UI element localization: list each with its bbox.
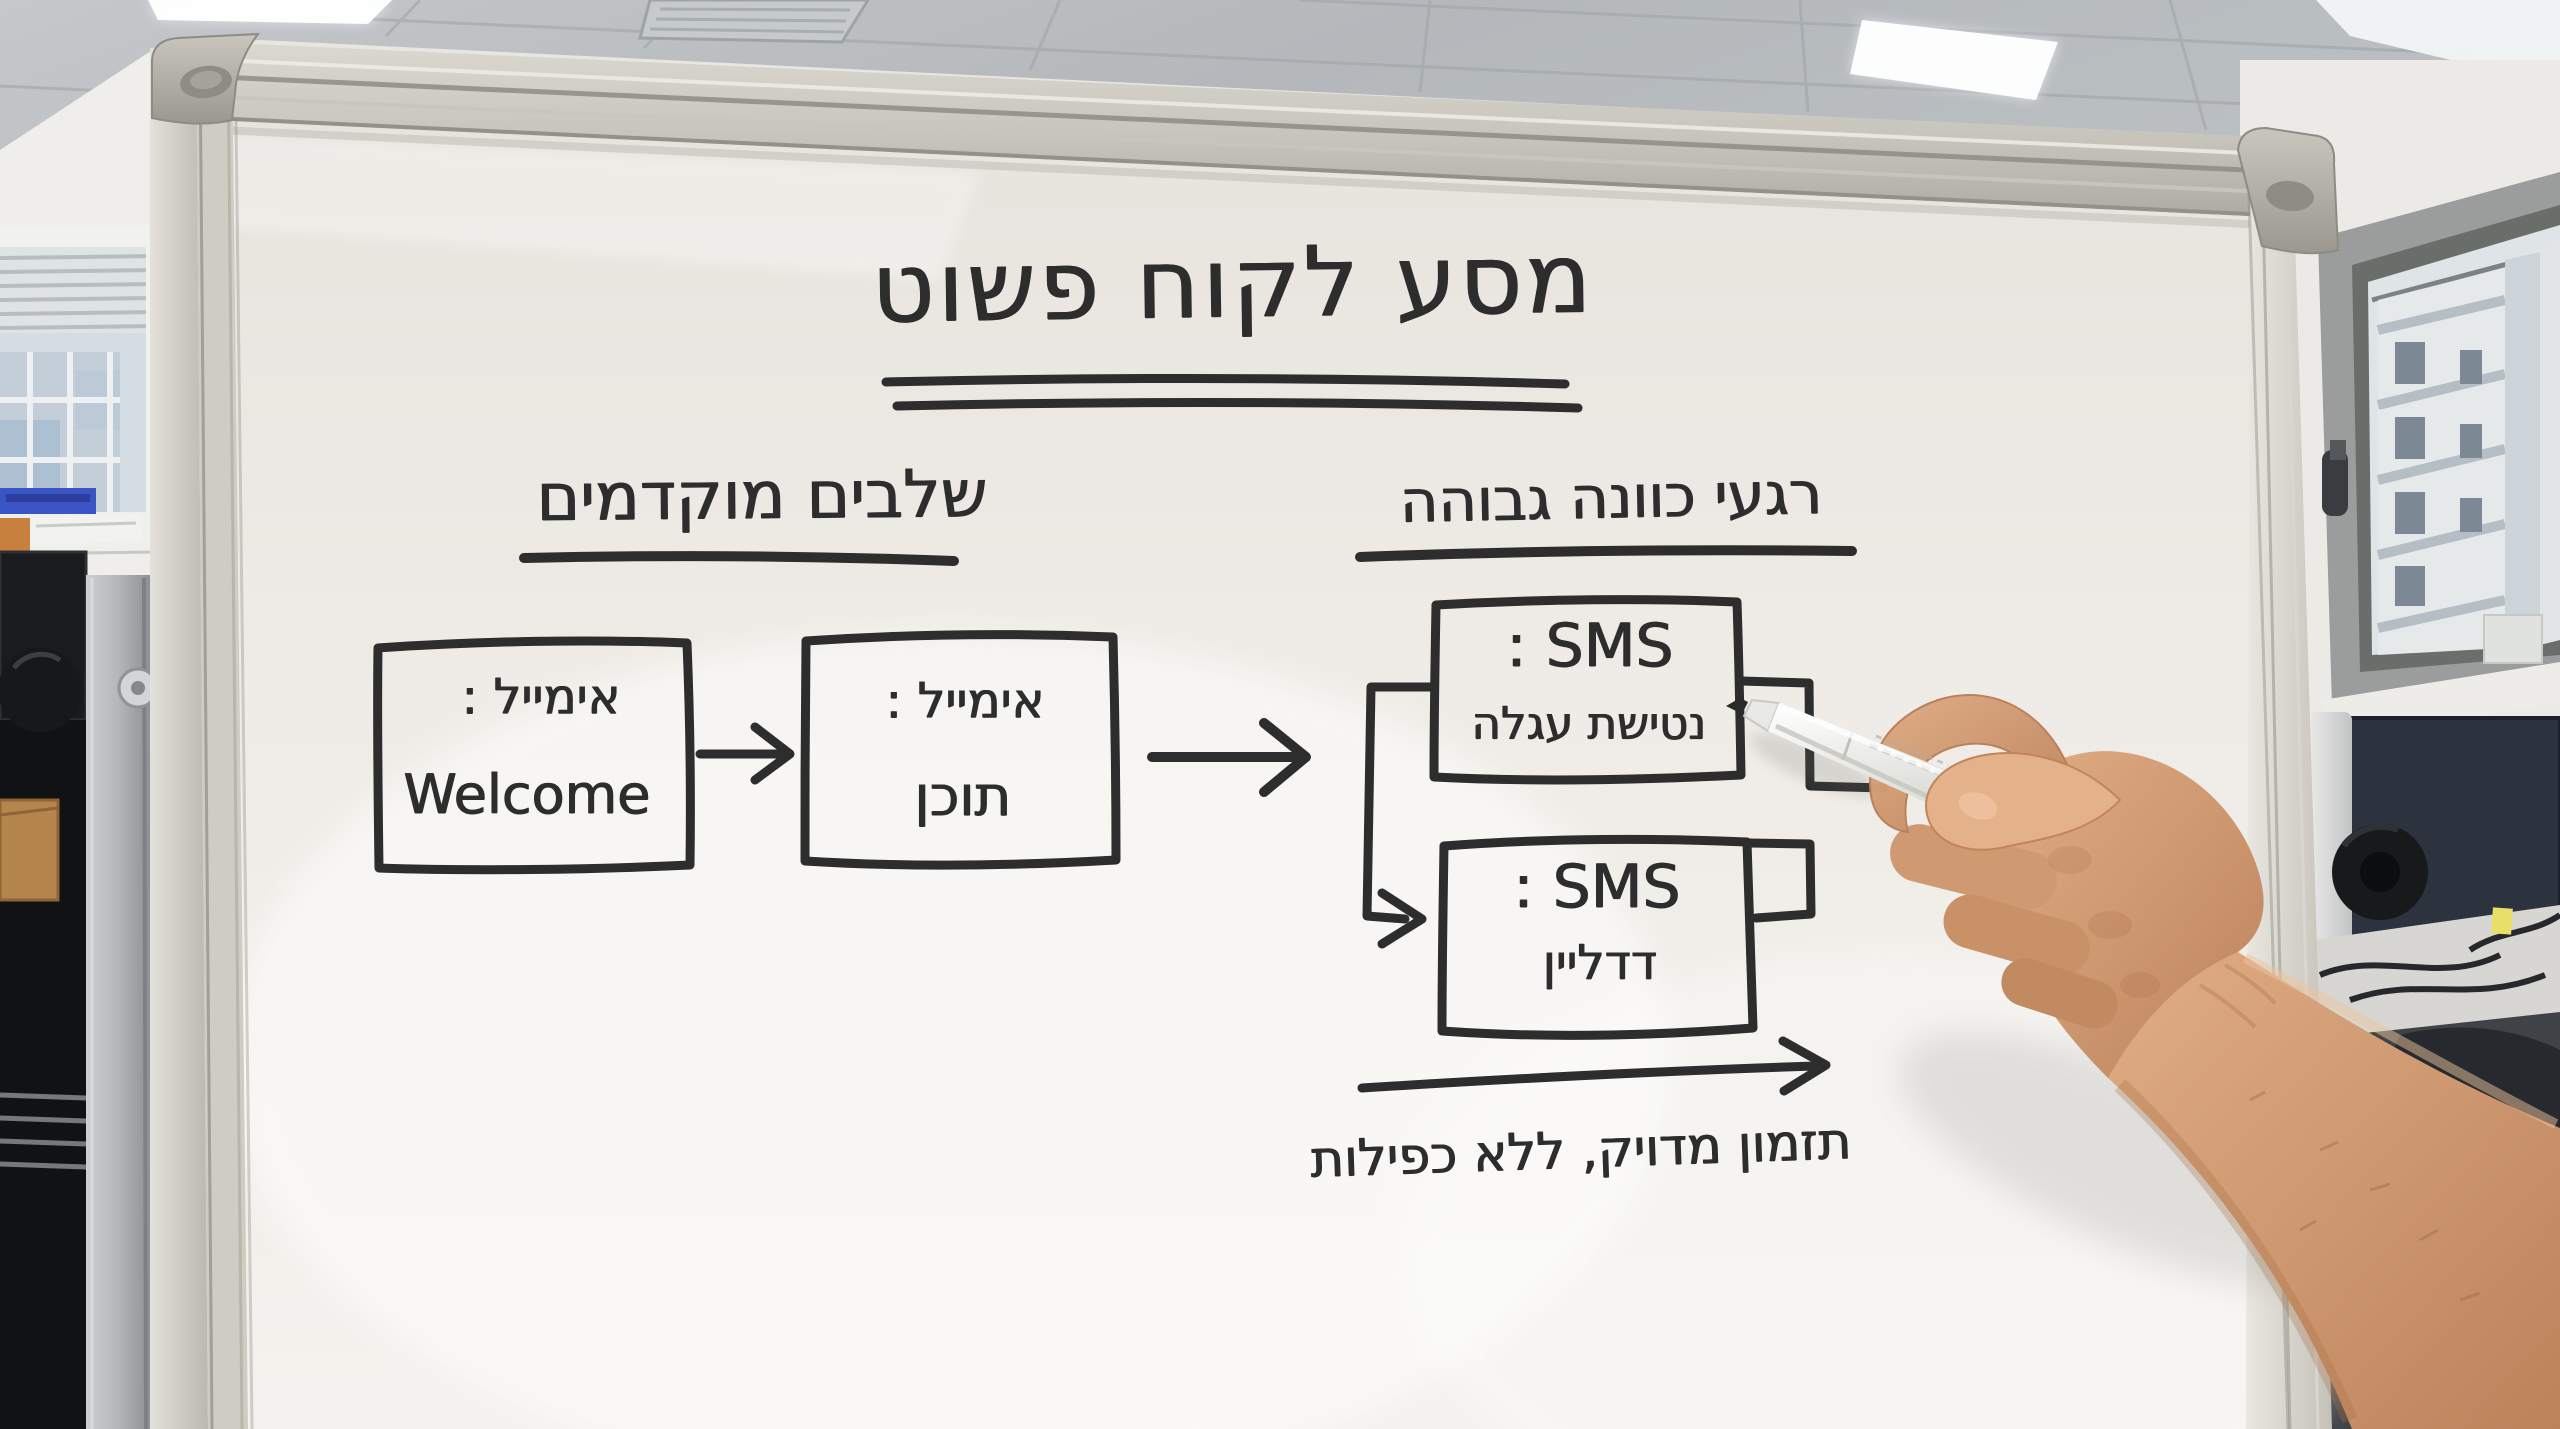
- arm-hair-strokes: [2249, 1090, 2481, 1302]
- flow-box-email-welcome-line1: אימייל :: [461, 668, 621, 726]
- flow-box-sms-cart-line1: SMS :: [1506, 611, 1674, 681]
- flow-box-sms-deadline-line1: SMS :: [1513, 852, 1681, 922]
- early-stages-underline: [519, 551, 959, 566]
- flow-box-sms-cart-outline: [1429, 595, 1746, 785]
- flow-box-sms-cart-line2: נטישת עגלה: [1471, 696, 1707, 750]
- timeline-arrow: [1357, 1036, 1831, 1096]
- sill-white-box: [2483, 614, 2543, 664]
- marker-nose: [1742, 698, 1781, 733]
- forearm: [2108, 952, 2560, 1429]
- high-intent-underline: [1355, 545, 1857, 562]
- flow-box-email-welcome-outline: [373, 636, 695, 875]
- window-handle: [2322, 450, 2348, 516]
- curled-fingers: [1890, 824, 2160, 1029]
- cardboard-box: [0, 798, 60, 902]
- flow-box-sms-deadline-outline: [1437, 834, 1758, 1040]
- section-header-high-intent: רגעי כוונה גבוהה: [1399, 458, 1823, 536]
- connector-left-bracket: [1362, 682, 1439, 949]
- title-underline-1: [881, 373, 1570, 389]
- flow-box-email-content-line1: אימייל :: [885, 672, 1045, 730]
- monitor-arm-knob: [0, 648, 82, 732]
- flow-arrow-1: [695, 722, 795, 785]
- title-underline-2: [892, 397, 1583, 413]
- left-office-scene: [0, 45, 163, 1429]
- whiteboard: [150, 32, 2400, 1429]
- flow-box-email-content-outline: [800, 630, 1121, 870]
- thumb: [1925, 752, 2122, 851]
- board-title: מסע לקוח פשוט: [870, 221, 1596, 345]
- presenter-hand: [1726, 694, 2560, 1429]
- desk-cables: [2318, 912, 2560, 1003]
- flow-arrow-2: [1147, 718, 1311, 797]
- flow-box-sms-deadline-line2: דדליין: [1542, 935, 1658, 991]
- flow-box-email-content-line2: תוכן: [914, 764, 1012, 829]
- board-stand-post-left: [86, 575, 150, 1429]
- flow-box-email-welcome-line2: Welcome: [403, 763, 651, 826]
- index-finger: [1869, 694, 2077, 834]
- marker-tip: [1726, 698, 1748, 714]
- section-header-early-stages: שלבים מוקדמים: [536, 455, 988, 536]
- paper-stack: [30, 514, 142, 546]
- air-vent-icon: [638, 0, 870, 44]
- left-window: [0, 225, 162, 517]
- sticky-note: [2491, 907, 2513, 935]
- connector-right-bottom: [1744, 838, 1816, 923]
- ceiling: [0, 0, 2560, 348]
- right-window: [2318, 172, 2560, 706]
